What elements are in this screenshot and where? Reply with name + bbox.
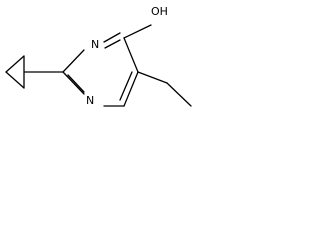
ethyl-group (137, 71, 192, 107)
hydroxyl-bond (123, 24, 152, 39)
molecule-structure-diagram: N N OH (5, 5, 192, 107)
ring-bond-c2-n1 (62, 49, 85, 73)
ring-bond-c5-c4-double (119, 71, 133, 101)
ring-bond-c6-c5 (123, 37, 139, 73)
ethyl-bond-1 (137, 71, 168, 84)
ring-bond-c5-c4 (123, 71, 139, 107)
ring-bond-n1-c6 (103, 32, 121, 43)
atom-label-oh: OH (151, 5, 168, 18)
atom-label-n-bottom: N (86, 94, 94, 107)
cyclopropyl-group (5, 55, 25, 89)
cyclopropyl-bond-left-top (5, 55, 25, 73)
cyclopropyl-bond-left-bottom (5, 71, 25, 89)
ring-bond-c2-n3-double (67, 74, 85, 93)
pyrimidine-ring (62, 32, 139, 107)
ethyl-bond-2 (166, 82, 192, 107)
ring-bond-n1-c6-double (104, 39, 121, 49)
atom-label-n-top: N (91, 38, 99, 51)
ring-bond-c2-n3 (62, 71, 85, 95)
